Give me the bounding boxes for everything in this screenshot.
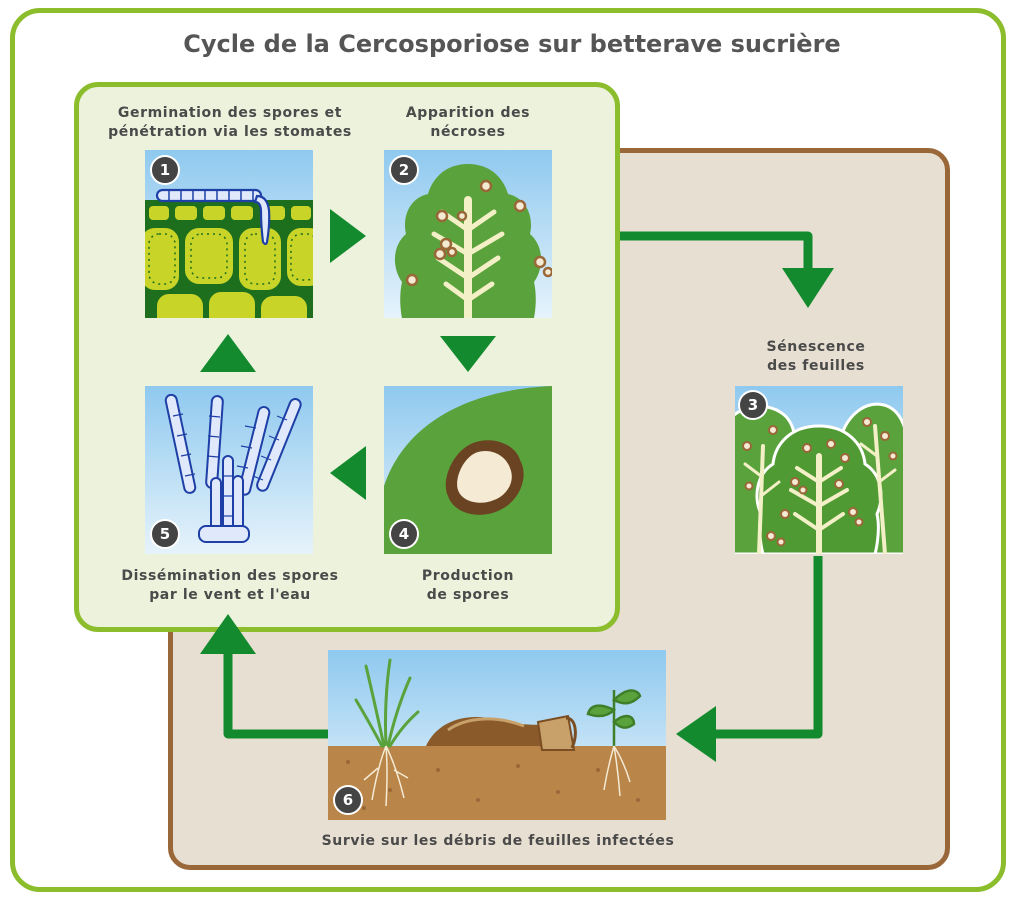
stage-3-number-badge: 3 — [738, 390, 768, 420]
stage-2-label: Apparition des nécroses — [368, 104, 568, 142]
arrow-6-to-5-head — [200, 614, 256, 654]
stage-4-label-line-2: de spores — [426, 587, 510, 603]
stage-6-illustration — [328, 650, 666, 820]
stage-3-label-line-1: Sénescence — [766, 339, 866, 355]
stage-3-label: Sénescence des feuilles — [716, 338, 916, 376]
stage-1-illustration — [145, 150, 313, 318]
arrow-2-to-3-head — [782, 268, 834, 308]
arrow-1-to-2 — [330, 209, 366, 263]
stage-1-number-badge: 1 — [150, 155, 180, 185]
stage-2-number-badge: 2 — [389, 155, 419, 185]
stage-4-label-line-1: Production — [421, 568, 515, 584]
stage-6-number-badge: 6 — [333, 785, 363, 815]
stage-2-label-line-2: nécroses — [430, 124, 506, 140]
arrow-3-to-6-head — [676, 706, 716, 762]
stage-1-label-line-1: Germination des spores et — [117, 105, 343, 121]
arrow-2-to-3-line — [620, 231, 813, 268]
stage-5-label: Dissémination des spores par le vent et … — [90, 567, 370, 605]
arrow-4-to-5 — [330, 446, 366, 500]
stage-5-label-line-2: par le vent et l'eau — [149, 587, 311, 603]
arrow-3-to-6-line — [714, 556, 823, 739]
arrow-2-to-4 — [440, 336, 496, 372]
stage-5-number-badge: 5 — [150, 519, 180, 549]
stage-3-label-line-2: des feuilles — [767, 358, 865, 374]
stage-4-number-badge: 4 — [389, 519, 419, 549]
arrow-6-to-5-line — [223, 652, 328, 739]
stage-6-label-line-1: Survie sur les débris de feuilles infect… — [321, 833, 675, 849]
stage-6-label: Survie sur les débris de feuilles infect… — [268, 832, 728, 851]
stage-1-label: Germination des spores et pénétration vi… — [90, 104, 370, 142]
stage-4-label: Production de spores — [368, 567, 568, 605]
diagram-title: Cycle de la Cercosporiose sur betterave … — [183, 30, 841, 58]
stage-2-label-line-1: Apparition des — [405, 105, 531, 121]
stage-1-label-line-2: pénétration via les stomates — [108, 124, 352, 140]
stage-5-label-line-1: Dissémination des spores — [121, 568, 339, 584]
arrow-5-to-1 — [200, 334, 256, 372]
